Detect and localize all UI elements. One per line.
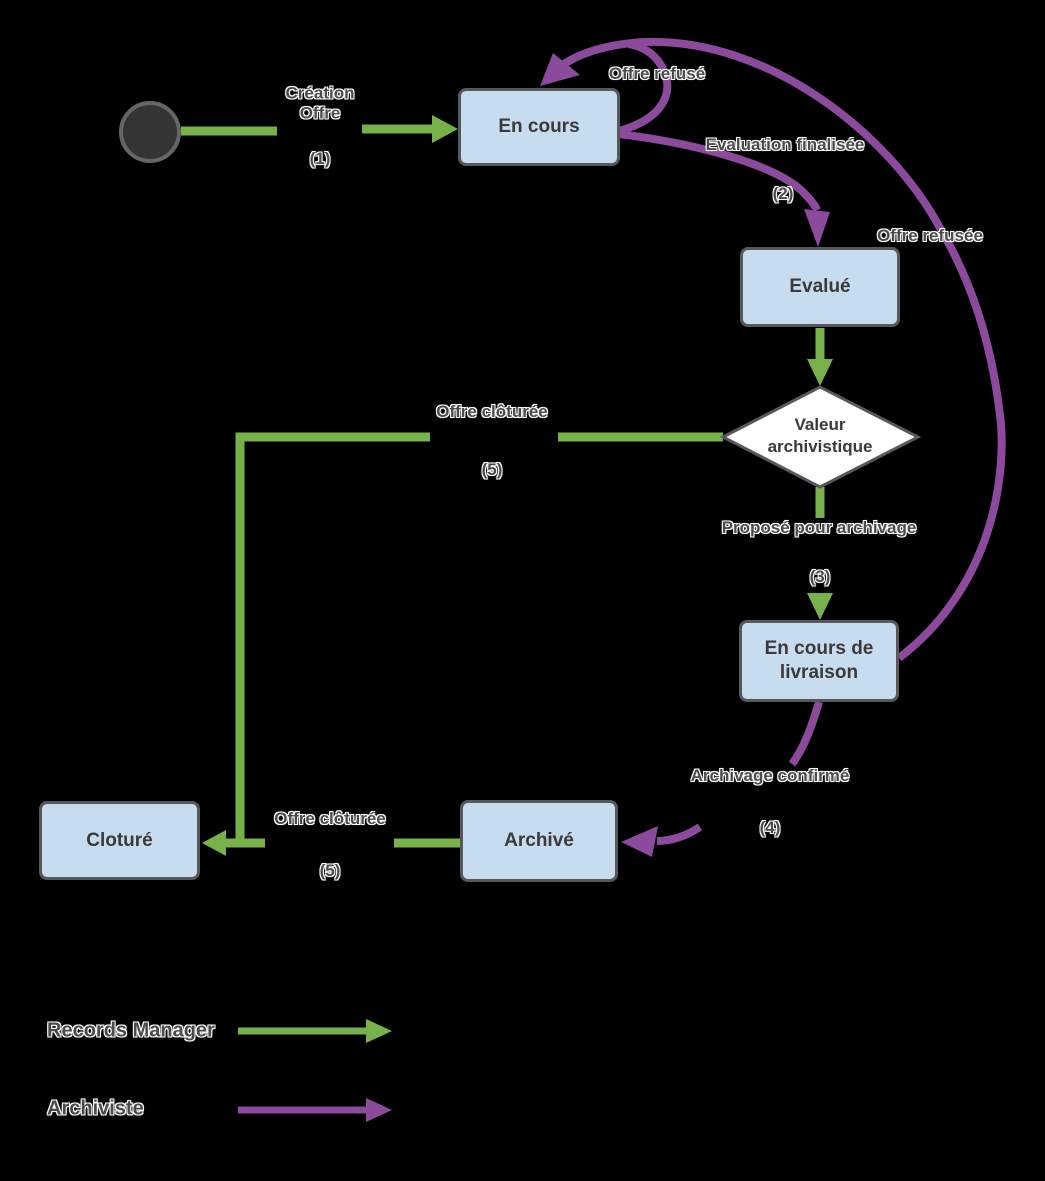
legend-archiviste-arrowhead xyxy=(366,1098,392,1122)
state-archive: Archivé xyxy=(460,800,618,882)
legend-records-manager-label: Records Manager xyxy=(47,1019,215,1042)
edge-offre-cloturee-from-decision-corner xyxy=(235,432,430,843)
edge-evaluation-finalisee-arrowhead xyxy=(804,209,830,247)
state-evalue: Evalué xyxy=(740,247,900,327)
edge-offre-refusee-retour-arrowhead xyxy=(540,53,580,86)
edge-step-5-bottom: (5) xyxy=(319,860,341,880)
edge-evalue-to-decision-arrowhead xyxy=(807,359,833,386)
edge-label-offre-cloturee-bottom: Offre clôturée xyxy=(274,808,386,828)
state-en-cours-de-livraison: En cours de livraison xyxy=(739,620,899,702)
state-evalue-label: Evalué xyxy=(789,276,851,298)
legend-records-manager-arrowhead xyxy=(366,1019,392,1043)
state-cloture: Cloturé xyxy=(39,801,200,880)
edge-step-3: (3) xyxy=(809,566,831,586)
edge-label-archivage-confirme: Archivage confirmé xyxy=(690,765,850,785)
initial-state-circle xyxy=(119,101,181,163)
edge-evaluation-finalisee-curve xyxy=(618,130,821,212)
edge-step-2: (2) xyxy=(772,183,794,203)
state-en-cours-de-livraison-label: En cours de livraison xyxy=(764,638,874,683)
edge-archivage-confirme-curve-lower xyxy=(656,823,703,845)
decision-valeur-archivistique-label: Valeur archivistique xyxy=(767,414,873,456)
edge-step-1: (1) xyxy=(309,148,331,168)
edge-propose-archivage-arrowhead xyxy=(807,593,833,620)
edge-creation-offre-arrowhead xyxy=(432,115,458,143)
edge-step-5-top: (5) xyxy=(481,459,503,479)
edge-label-offre-refusee: Offre refusée xyxy=(877,225,983,245)
state-archive-label: Archivé xyxy=(504,830,574,852)
edge-label-evaluation-finalisee: Evaluation finalisée xyxy=(705,134,865,154)
edge-label-offre-refuse: Offre refusé xyxy=(608,63,706,83)
edge-offre-refuse-selfloop-curve xyxy=(617,40,672,135)
edge-archivage-confirme-curve-upper xyxy=(788,700,823,767)
legend-archiviste-label: Archiviste xyxy=(47,1097,144,1120)
decision-valeur-archivistique-shape xyxy=(719,385,922,489)
edge-label-creation-offre: Création Offre xyxy=(285,83,355,123)
edge-offre-refusee-retour-curve xyxy=(557,37,1006,662)
state-en-cours: En cours xyxy=(458,88,620,166)
edge-offre-cloturee-into-cloture-arrowhead xyxy=(202,830,226,856)
edge-label-offre-cloturee-top: Offre clôturée xyxy=(436,401,548,421)
state-en-cours-label: En cours xyxy=(498,116,580,138)
edge-archivage-confirme-arrowhead xyxy=(621,826,658,857)
edge-step-4: (4) xyxy=(759,817,781,837)
edge-label-propose-pour-archivage: Proposé pour archivage xyxy=(721,517,917,537)
state-cloture-label: Cloturé xyxy=(86,829,153,851)
